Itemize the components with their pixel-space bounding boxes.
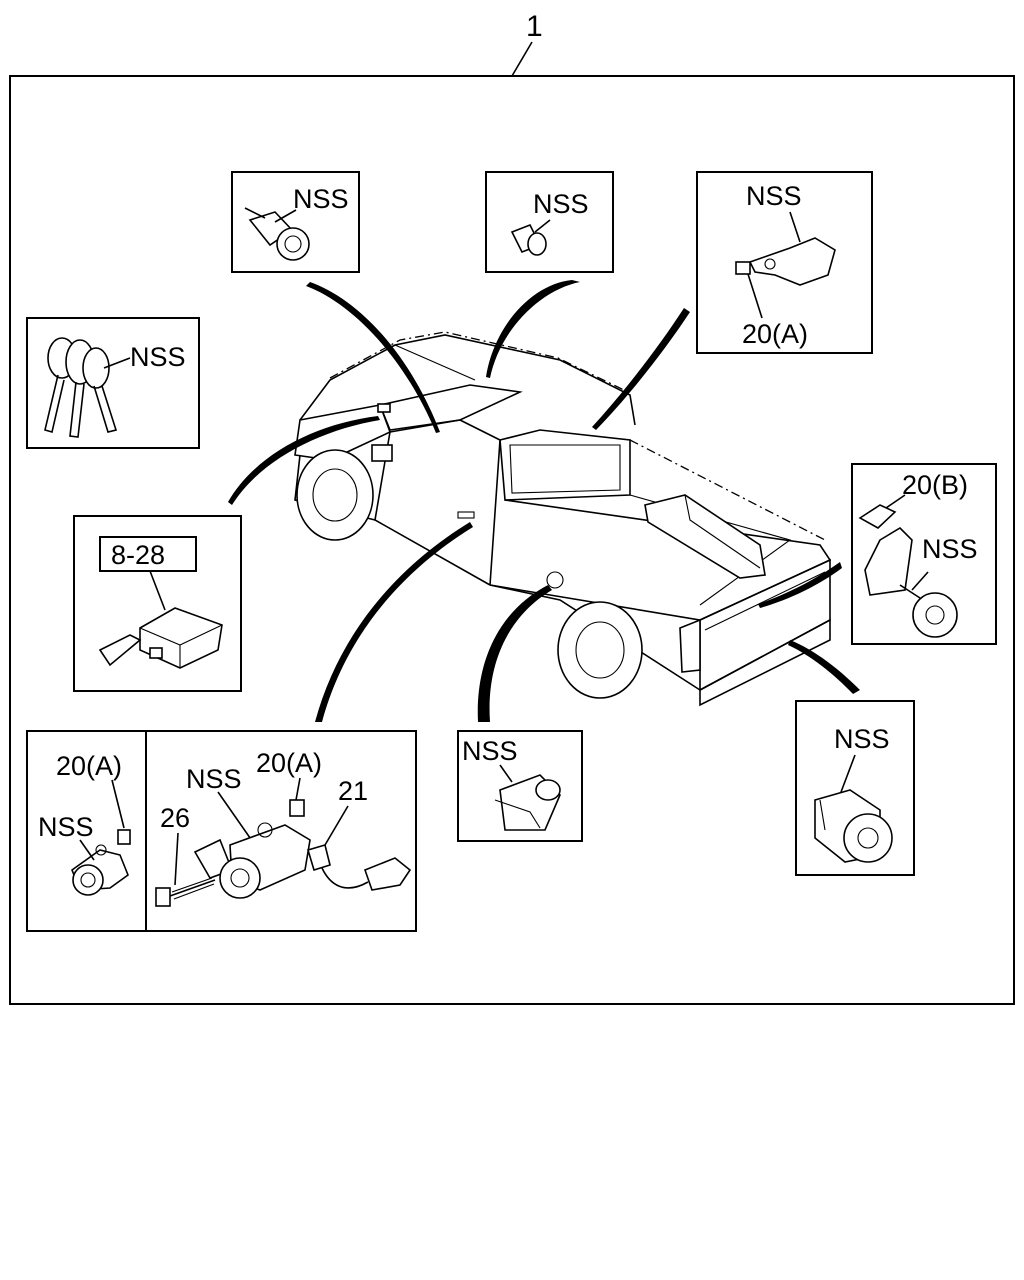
ref-8-28-label: 8-28 <box>111 540 165 570</box>
control-module-panel: 8-28 <box>73 515 242 692</box>
part-21-label: 21 <box>338 776 368 806</box>
nss-label-keys: NSS <box>130 342 186 372</box>
rear-cylinder-panel: NSS <box>795 700 915 876</box>
tailgate-cylinder-panel: 20(B) NSS <box>851 463 997 645</box>
rear-cylinder-icon <box>814 789 893 863</box>
assembly-frame <box>9 75 1015 1005</box>
part-20a-label-main: 20(A) <box>256 748 322 778</box>
nss-label-main-cylinder: NSS <box>186 764 242 794</box>
control-module-icon <box>98 607 223 669</box>
lever-cylinder-icon <box>735 237 836 286</box>
main-lock-cylinder-icon <box>193 799 412 899</box>
part-20b-label: 20(B) <box>902 470 968 500</box>
fuel-lid-cylinder-panel: NSS <box>457 730 583 842</box>
fuel-lid-cylinder-icon <box>494 774 561 831</box>
door-lock-cylinder-panel: NSS <box>231 171 360 273</box>
key-set-icon <box>44 337 118 438</box>
nss-label-tailgate: NSS <box>922 534 978 564</box>
nss-label-rear: NSS <box>834 724 890 754</box>
left-lock-cylinder-icon <box>71 829 131 896</box>
nss-label-left-cylinder: NSS <box>38 812 94 842</box>
nss-label-lever-cylinder: NSS <box>746 181 802 211</box>
nss-label-small-cylinder: NSS <box>533 189 589 219</box>
leader-curves <box>228 280 860 722</box>
lever-cylinder-panel: NSS 20(A) <box>696 171 873 354</box>
nss-label-door-cylinder: NSS <box>293 184 349 214</box>
callout-1-leader <box>511 41 533 77</box>
door-cylinder-assembly-panel: 20(A) NSS NSS 20(A) 21 26 <box>26 730 417 932</box>
part-20a-label-lever: 20(A) <box>742 319 808 349</box>
small-cylinder-icon <box>510 223 547 256</box>
ref-8-28-box <box>99 536 197 572</box>
pickup-truck-illustration <box>294 331 832 707</box>
callout-1-label: 1 <box>526 10 543 43</box>
bolt-icon <box>155 877 216 907</box>
lock-cylinder-icon <box>244 207 310 261</box>
keys-panel: NSS <box>26 317 200 449</box>
nss-label-fuel-lid: NSS <box>462 736 518 766</box>
small-cylinder-panel: NSS <box>485 171 614 273</box>
tailgate-cylinder-icon <box>858 504 958 638</box>
part-20a-label-left: 20(A) <box>56 751 122 781</box>
part-26-label: 26 <box>160 803 190 833</box>
